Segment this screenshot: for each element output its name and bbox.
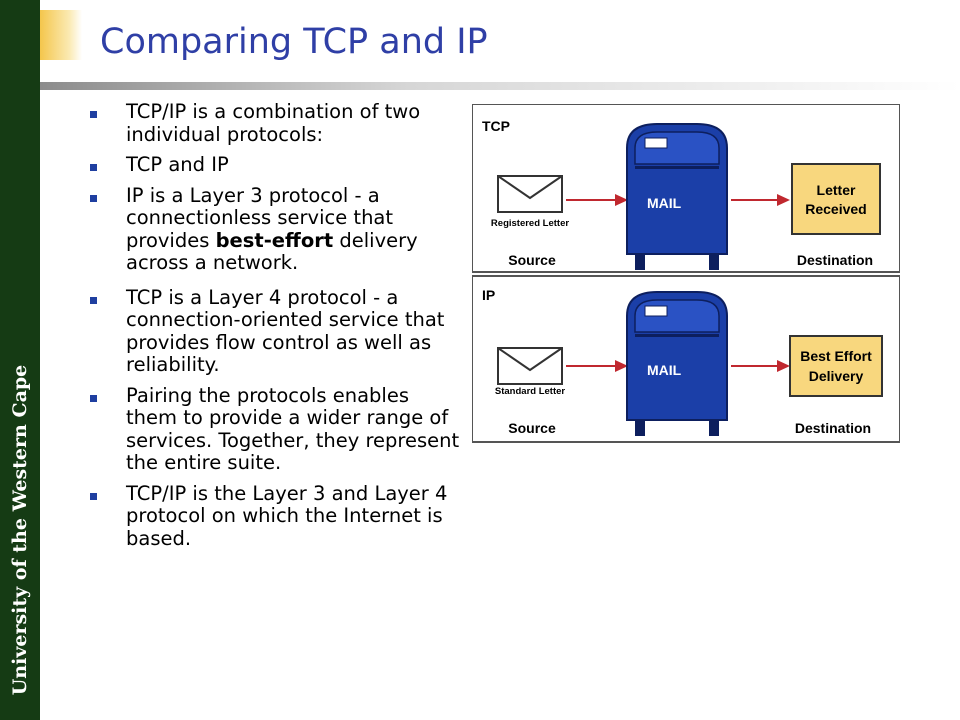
tcp-panel: TCP Registered Letter MAIL Lette xyxy=(472,104,900,273)
bullet-item: Pairing the protocols enables them to pr… xyxy=(90,383,460,475)
tcp-heading: TCP xyxy=(482,118,510,134)
bullet-text: TCP/IP is the Layer 3 and Layer 4 protoc… xyxy=(126,481,448,550)
standard-letter-caption: Standard Letter xyxy=(495,386,566,397)
bullet-square-icon xyxy=(90,296,97,304)
bullet-text: TCP/IP is a combination of two individua… xyxy=(126,100,421,146)
bullet-list: TCP/IP is a combination of two individua… xyxy=(90,100,460,558)
source-label: Source xyxy=(508,252,556,268)
mailbox-icon: MAIL xyxy=(626,291,728,436)
destination-text-line1: Letter xyxy=(817,182,856,198)
sidebar: University of the Western Cape xyxy=(0,0,40,720)
destination-text-line1: Best Effort xyxy=(800,348,872,364)
destination-box xyxy=(789,335,883,397)
bullet-item: TCP is a Layer 4 protocol - a connection… xyxy=(90,285,460,377)
destination-text-line2: Delivery xyxy=(809,368,864,384)
bullet-square-icon xyxy=(90,111,97,118)
university-name: University of the Western Cape xyxy=(9,364,31,696)
source-label: Source xyxy=(508,420,556,436)
bullet-text: TCP is a Layer 4 protocol - a connection… xyxy=(126,285,445,376)
mailbox-label: MAIL xyxy=(647,362,682,378)
bold-term: best-effort xyxy=(215,228,334,252)
arrow-icon xyxy=(731,194,790,206)
bullet-text: Pairing the protocols enables them to pr… xyxy=(126,383,460,474)
ip-heading: IP xyxy=(482,287,495,303)
ip-panel: IP Standard Letter MAIL Best Effort Deli… xyxy=(472,275,900,443)
slide-title: Comparing TCP and IP xyxy=(100,22,488,62)
destination-box xyxy=(791,163,881,235)
bullet-square-icon xyxy=(90,164,97,171)
bullet-square-icon xyxy=(90,394,97,402)
title-accent xyxy=(40,10,82,60)
mailbox-icon: MAIL xyxy=(626,123,728,270)
bullet-square-icon xyxy=(90,492,97,500)
bullet-square-icon xyxy=(90,194,97,202)
bullet-item: TCP/IP is the Layer 3 and Layer 4 protoc… xyxy=(90,481,460,551)
bullet-text: IP is a Layer 3 protocol - a connectionl… xyxy=(126,183,418,274)
bullet-text: TCP and IP xyxy=(126,153,229,176)
arrow-icon xyxy=(731,360,790,372)
arrow-icon xyxy=(566,360,628,372)
bullet-item: IP is a Layer 3 protocol - a connectionl… xyxy=(90,183,460,275)
envelope-icon xyxy=(497,347,563,385)
destination-label: Destination xyxy=(795,420,871,436)
envelope-icon xyxy=(497,175,563,213)
destination-label: Destination xyxy=(797,252,873,268)
bullet-item: TCP and IP xyxy=(90,153,460,177)
bullet-item: TCP/IP is a combination of two individua… xyxy=(90,100,460,146)
arrow-icon xyxy=(566,194,628,206)
mailbox-label: MAIL xyxy=(647,195,682,211)
title-rule xyxy=(40,82,960,90)
registered-letter-caption: Registered Letter xyxy=(491,218,569,229)
destination-text-line2: Received xyxy=(805,201,866,217)
tcp-ip-diagram: TCP Registered Letter MAIL Lette xyxy=(472,104,900,443)
